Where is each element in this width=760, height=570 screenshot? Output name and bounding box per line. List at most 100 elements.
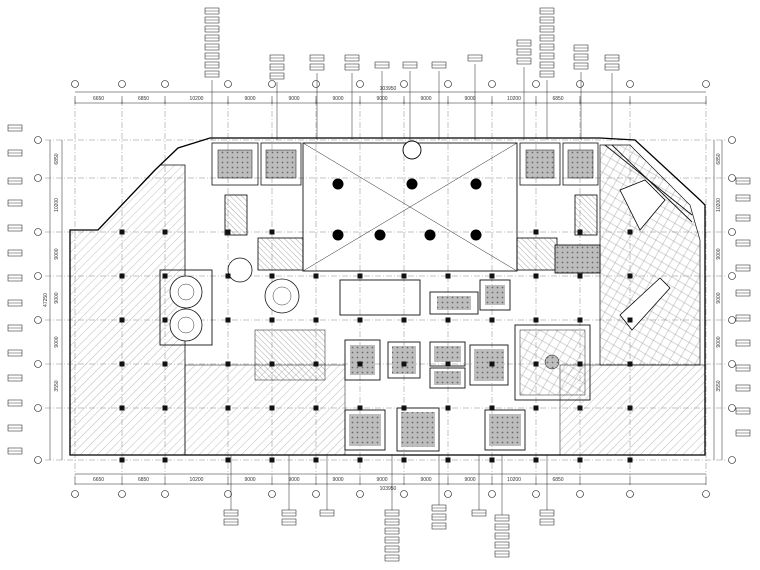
axis-bubble — [356, 80, 364, 88]
structural-column — [577, 457, 583, 463]
axis-bubble — [34, 404, 42, 412]
structural-column — [162, 273, 168, 279]
structural-column — [225, 317, 231, 323]
dimension-label: 10200 — [716, 198, 722, 212]
structural-column — [357, 273, 363, 279]
structural-column — [627, 229, 633, 235]
central-atrium — [302, 140, 518, 272]
structural-column — [401, 457, 407, 463]
axis-bubble — [161, 80, 169, 88]
structural-column — [533, 229, 539, 235]
structural-column — [269, 317, 275, 323]
dimension-label: 9000 — [464, 96, 475, 102]
structural-column — [401, 273, 407, 279]
structural-column — [489, 405, 495, 411]
axis-bubble — [400, 490, 408, 498]
dimension-label: 10200 — [54, 198, 60, 212]
dimension-label: 10200 — [190, 96, 204, 102]
structural-column — [627, 273, 633, 279]
structural-column — [533, 361, 539, 367]
axis-bubble — [728, 174, 736, 182]
axis-bubble — [444, 490, 452, 498]
structural-column — [269, 361, 275, 367]
structural-column — [225, 229, 231, 235]
structural-column — [162, 405, 168, 411]
structural-column — [401, 361, 407, 367]
dimension-label: 9000 — [54, 292, 60, 303]
structural-column — [269, 405, 275, 411]
axis-bubble — [488, 80, 496, 88]
structural-column — [225, 405, 231, 411]
atrium-column — [332, 229, 344, 241]
axis-bubble — [34, 456, 42, 464]
structural-column — [119, 361, 125, 367]
structural-column — [401, 405, 407, 411]
axis-bubble — [161, 490, 169, 498]
atrium-column — [424, 229, 436, 241]
dimension-label: 6850 — [552, 96, 563, 102]
bottom-overall-dimension: 103950 — [380, 486, 397, 492]
dimension-label: 9000 — [464, 477, 475, 483]
axis-bubble — [268, 80, 276, 88]
structural-column — [119, 405, 125, 411]
top-dimension-line: 103950 — [75, 86, 706, 104]
axis-bubble — [34, 136, 42, 144]
axis-bubble — [444, 80, 452, 88]
dimension-label: 9000 — [420, 477, 431, 483]
axis-bubble — [728, 360, 736, 368]
dimension-label: 6850 — [552, 477, 563, 483]
axis-bubble — [224, 80, 232, 88]
structural-column — [533, 317, 539, 323]
structural-column — [357, 317, 363, 323]
structural-column — [357, 405, 363, 411]
axis-bubble — [34, 272, 42, 280]
atrium-column — [406, 178, 418, 190]
structural-column — [627, 361, 633, 367]
axis-bubble — [34, 360, 42, 368]
axis-bubble — [312, 80, 320, 88]
atrium-column — [374, 229, 386, 241]
axis-bubble — [400, 80, 408, 88]
structural-column — [313, 361, 319, 367]
dimension-label: 9000 — [332, 96, 343, 102]
structural-column — [225, 273, 231, 279]
structural-column — [445, 405, 451, 411]
structural-column — [627, 317, 633, 323]
dimension-label: 6650 — [93, 477, 104, 483]
left-overall-dimension: 47250 — [43, 293, 49, 307]
structural-column — [162, 361, 168, 367]
axis-bubble — [532, 490, 540, 498]
dimension-label: 6650 — [93, 96, 104, 102]
axis-bubble — [532, 80, 540, 88]
axis-bubble — [34, 174, 42, 182]
structural-column — [269, 229, 275, 235]
structural-column — [162, 229, 168, 235]
structural-column — [577, 317, 583, 323]
stair-blocks — [224, 194, 601, 274]
top-overall-dimension: 103950 — [380, 86, 397, 92]
left-dimension-line: 47250 — [43, 140, 63, 460]
structural-column — [445, 317, 451, 323]
structural-column — [627, 405, 633, 411]
axis-bubbles — [34, 80, 736, 498]
dimension-label: 9000 — [376, 477, 387, 483]
axis-bubble — [118, 490, 126, 498]
dimension-label: 9000 — [716, 292, 722, 303]
structural-column — [357, 457, 363, 463]
structural-column — [225, 457, 231, 463]
dimension-label: 9000 — [288, 96, 299, 102]
axis-bubble — [356, 490, 364, 498]
structural-column — [225, 361, 231, 367]
structural-column — [119, 457, 125, 463]
dimension-label: 3550 — [716, 380, 722, 391]
right-dimension-line — [713, 140, 723, 460]
outer-wall — [69, 137, 706, 456]
axis-bubble — [576, 80, 584, 88]
private-rooms — [339, 279, 591, 452]
axis-bubble — [728, 456, 736, 464]
dimension-label: 6850 — [138, 477, 149, 483]
structural-columns — [119, 229, 633, 463]
